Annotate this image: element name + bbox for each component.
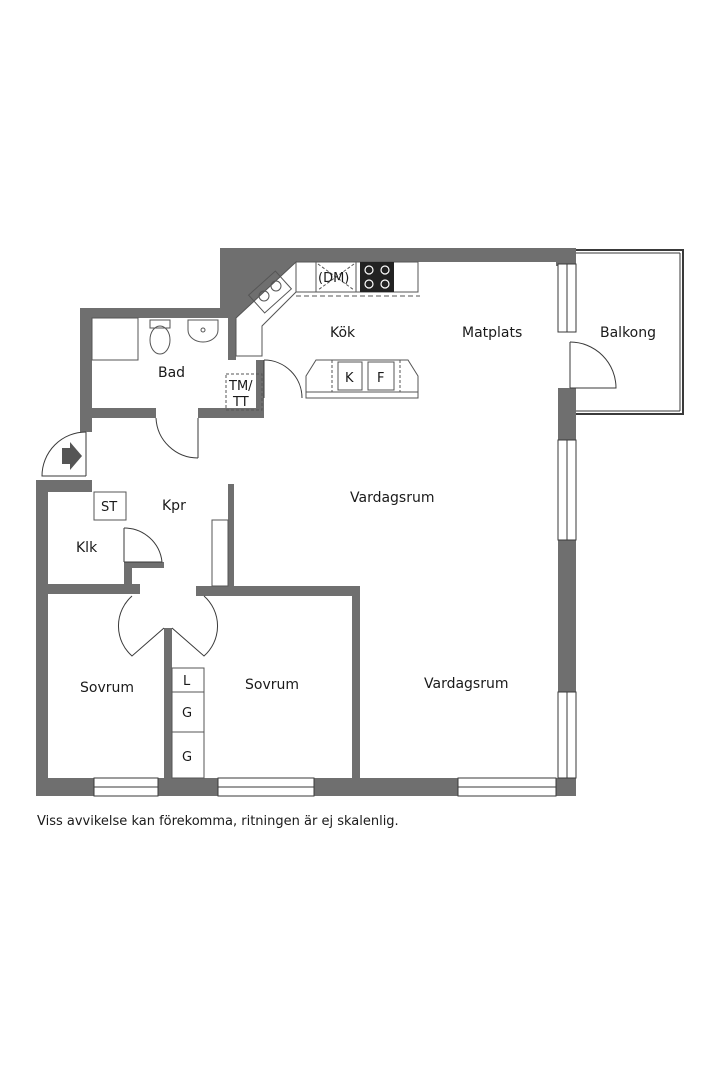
toilet-tank [149,319,171,329]
shower [91,317,139,361]
fixture-label-st: ST [101,500,117,515]
bathroom-fixtures [91,317,263,411]
wall-bath-bottom-left [80,408,156,418]
room-label-kpr: Kpr [162,498,186,514]
closet-door-swing [123,527,163,563]
fixture-label-k: K [345,371,354,386]
wall-klk-right-top [124,562,164,568]
wall-sovrum-top [204,586,360,596]
wall-corridor-post [228,484,234,586]
corridor-shelf [211,519,229,587]
kitchen-door-swing [263,359,303,399]
wall-sovrum-top-left [196,586,206,596]
toilet-bowl [149,325,171,355]
storage [93,491,229,779]
wall-bath-top [80,308,236,318]
wall-entry-lower [36,480,92,492]
washbasin [187,319,219,343]
wall-right-mid2 [558,540,576,692]
wall-kitchen-corner [220,248,234,312]
bedroom-right-door-swing [171,595,218,657]
wall-bath-left [80,308,92,432]
balcony-door-swing [569,341,617,389]
footnote: Viss avvikelse kan förekomma, ritningen … [37,814,399,829]
fixture-label-g2: G [182,750,192,765]
kitchen-fixtures [235,260,420,399]
room-label-vardagsrum-upper: Vardagsrum [350,490,435,506]
room-label-sovrum-left: Sovrum [80,680,134,696]
floor-plan: Kök Matplats Balkong Bad Kpr Klk Vardags… [36,248,684,797]
wall-bath-kitchen-low [256,360,264,418]
wall-sovrum-right [352,586,360,780]
arrow-right-icon [62,442,82,470]
diagonal-counter [235,260,297,357]
room-label-bad: Bad [158,365,185,381]
doors [41,359,303,657]
fixture-label-tt: TT [232,395,249,410]
stove [360,262,394,292]
room-label-sovrum-middle: Sovrum [245,677,299,693]
wall-right-mid1 [558,388,576,440]
washer-dryer [225,373,263,411]
room-label-kok: Kök [330,325,356,341]
fixture-label-dm: (DM) [318,271,349,286]
wall-klk-bottom [48,584,140,594]
wardrobe-g2 [171,731,205,779]
fixture-label-tm: TM/ [228,379,253,394]
windows [93,263,577,797]
kitchen-sink [247,270,293,314]
fixture-label-f: F [377,371,384,386]
entrance-door-swing [41,431,87,477]
room-labels: Kök Matplats Balkong Bad Kpr Klk Vardags… [76,325,656,696]
wall-entry-left [80,418,92,430]
wall-bedroom-divider [164,628,172,796]
wall-bath-kitchen [228,312,236,360]
kitchen-island [305,359,419,399]
fixture-label-l: L [183,674,191,689]
storage-cabinet [93,491,127,521]
room-label-matplats: Matplats [462,325,522,341]
freezer [367,361,395,391]
bedroom-left-door-swing [118,595,165,657]
fridge [337,361,363,391]
room-label-klk: Klk [76,540,98,556]
fixture-labels: (DM) K F TM/ TT ST L G G [101,271,384,765]
wall-klk-right [124,562,132,594]
balcony [569,249,684,415]
room-label-balkong: Balkong [600,325,656,341]
wall-right-bottom [558,778,576,796]
wall-right-top [556,248,576,266]
balcony-outline [576,249,684,415]
bath-door-swing [155,417,199,459]
wall-bath-bottom-right [198,408,264,418]
fixture-label-g1: G [182,706,192,721]
room-label-vardagsrum-lower: Vardagsrum [424,676,509,692]
wall-left-outer [36,480,48,796]
